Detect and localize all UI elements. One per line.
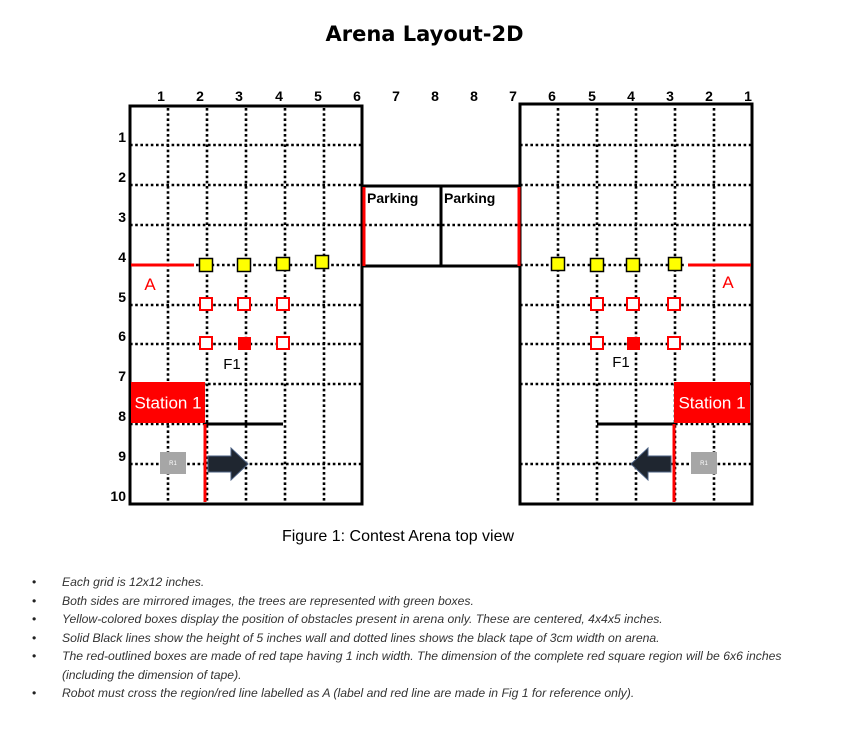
line-a-label: A xyxy=(722,273,734,292)
column-label: 2 xyxy=(705,88,713,104)
obstacle-yellow xyxy=(589,257,605,273)
arrow-right-icon xyxy=(207,446,249,482)
obstacle-yellow xyxy=(625,257,641,273)
note-item: The red-outlined boxes are made of red t… xyxy=(30,647,810,684)
row-label: 1 xyxy=(118,129,126,145)
red-solid-box xyxy=(627,337,640,350)
row-label: 2 xyxy=(118,169,126,185)
column-label: 8 xyxy=(470,88,478,104)
station-right xyxy=(674,382,750,423)
row-label: 10 xyxy=(110,488,126,504)
red-outlined-box xyxy=(590,297,604,311)
note-item: Solid Black lines show the height of 5 i… xyxy=(30,629,810,648)
obstacle-yellow xyxy=(236,257,252,273)
note-item: Robot must cross the region/red line lab… xyxy=(30,684,810,703)
column-label: 5 xyxy=(314,88,322,104)
parking-label: Parking xyxy=(444,190,495,206)
red-outlined-box xyxy=(667,297,681,311)
red-outlined-box xyxy=(199,297,213,311)
notes-list: Each grid is 12x12 inches. Both sides ar… xyxy=(30,573,810,703)
tape-lines xyxy=(130,108,752,505)
row-label: 7 xyxy=(118,368,126,384)
robot-label: R1 xyxy=(169,461,177,467)
station-left xyxy=(131,382,205,423)
red-outlined-box xyxy=(276,297,290,311)
row-label: 4 xyxy=(118,249,126,265)
column-label: 3 xyxy=(666,88,674,104)
red-outlined-box xyxy=(626,297,640,311)
obstacle-yellow xyxy=(667,256,683,272)
robot-left xyxy=(160,452,186,474)
column-label: 4 xyxy=(627,88,635,104)
column-label: 7 xyxy=(392,88,400,104)
row-labels: 1 2 3 4 5 6 7 8 9 10 xyxy=(110,129,126,504)
line-a-label: A xyxy=(144,275,156,294)
page-title: Arena Layout-2D xyxy=(325,22,524,46)
station-label: Station 1 xyxy=(678,393,745,412)
note-item: Both sides are mirrored images, the tree… xyxy=(30,592,810,611)
walls xyxy=(128,102,754,506)
row-label: 9 xyxy=(118,448,126,464)
wall-right xyxy=(518,102,754,506)
figure-caption: Figure 1: Contest Arena top view xyxy=(281,528,515,545)
red-outlined-box xyxy=(276,336,290,350)
column-label: 7 xyxy=(509,88,517,104)
row-label: 6 xyxy=(118,328,126,344)
column-label: 3 xyxy=(235,88,243,104)
column-label: 6 xyxy=(353,88,361,104)
robots: R1 R1 xyxy=(160,446,717,482)
row-label: 3 xyxy=(118,209,126,225)
arrow-left-icon xyxy=(630,446,672,482)
row-label: 5 xyxy=(118,289,126,305)
column-label: 1 xyxy=(157,88,165,104)
column-labels: 1 2 3 4 5 6 7 8 8 7 6 5 4 3 2 1 xyxy=(157,88,752,104)
column-label: 5 xyxy=(588,88,596,104)
column-label: 6 xyxy=(548,88,556,104)
row-label: 8 xyxy=(118,408,126,424)
column-label: 1 xyxy=(744,88,752,104)
robot-label: R1 xyxy=(700,461,708,467)
obstacles: F1 F1 xyxy=(198,254,683,373)
obstacle-label: F1 xyxy=(612,354,630,371)
red-outlined-box xyxy=(199,336,213,350)
station-label: Station 1 xyxy=(134,393,201,412)
column-label: 4 xyxy=(275,88,283,104)
obstacle-label: F1 xyxy=(223,356,241,373)
red-outlined-box xyxy=(667,336,681,350)
parking-area: Parking Parking xyxy=(362,187,521,266)
obstacle-yellow xyxy=(198,257,214,273)
note-item: Yellow-colored boxes display the positio… xyxy=(30,610,810,629)
wall-left xyxy=(128,104,364,506)
stations: A A Station 1 Station 1 xyxy=(131,263,751,502)
obstacle-yellow xyxy=(550,256,566,272)
robot-right xyxy=(691,452,717,474)
column-label: 2 xyxy=(196,88,204,104)
red-outlined-box xyxy=(237,297,251,311)
column-label: 8 xyxy=(431,88,439,104)
red-outlined-box xyxy=(590,336,604,350)
red-solid-box xyxy=(238,337,251,350)
obstacle-yellow xyxy=(275,256,291,272)
note-item: Each grid is 12x12 inches. xyxy=(30,573,810,592)
obstacle-yellow xyxy=(314,254,330,270)
parking-label: Parking xyxy=(367,190,418,206)
